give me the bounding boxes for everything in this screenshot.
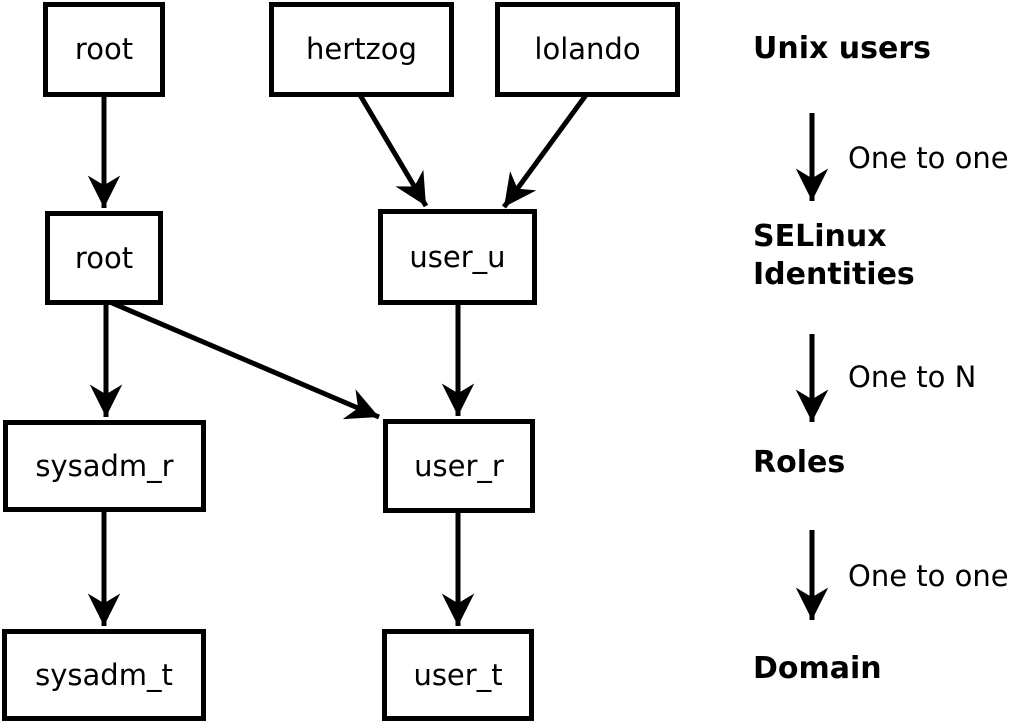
legend-label-one-to-n: One to N	[848, 360, 977, 394]
node-unix-hertzog-label: hertzog	[306, 32, 417, 66]
node-user-u: user_u	[378, 209, 537, 305]
legend-level-domain: Domain	[753, 651, 882, 686]
legend-level-roles: Roles	[753, 445, 846, 480]
node-user-r: user_r	[383, 419, 535, 513]
edge-lolando-to-useru	[501, 93, 589, 209]
legend-label-one-to-one-2: One to one	[848, 559, 1009, 593]
legend-selinux-line1: SELinux	[753, 219, 887, 254]
node-selinux-root: root	[45, 211, 163, 305]
node-sysadm-r-label: sysadm_r	[35, 448, 174, 483]
node-sysadm-t-label: sysadm_t	[35, 657, 173, 692]
edge-selinuxroot-to-userr	[111, 300, 380, 420]
node-unix-lolando: lolando	[495, 2, 680, 97]
legend-level-unix-users: Unix users	[753, 31, 932, 66]
node-unix-lolando-label: lolando	[534, 32, 641, 66]
node-user-t-label: user_t	[413, 657, 503, 692]
node-user-u-label: user_u	[409, 239, 506, 274]
node-sysadm-r: sysadm_r	[3, 420, 206, 512]
node-user-r-label: user_r	[414, 448, 504, 483]
legend-label-one-to-one-1: One to one	[848, 141, 1009, 175]
legend-level-selinux-identities: SELinux Identities	[753, 218, 915, 294]
legend-selinux-line2: Identities	[753, 257, 915, 292]
edge-hertzog-to-useru	[357, 93, 429, 208]
node-unix-root: root	[43, 2, 165, 97]
node-sysadm-t: sysadm_t	[2, 629, 206, 721]
node-selinux-root-label: root	[74, 240, 134, 275]
node-user-t: user_t	[382, 629, 534, 721]
node-unix-root-label: root	[74, 32, 134, 66]
node-unix-hertzog: hertzog	[269, 2, 454, 97]
